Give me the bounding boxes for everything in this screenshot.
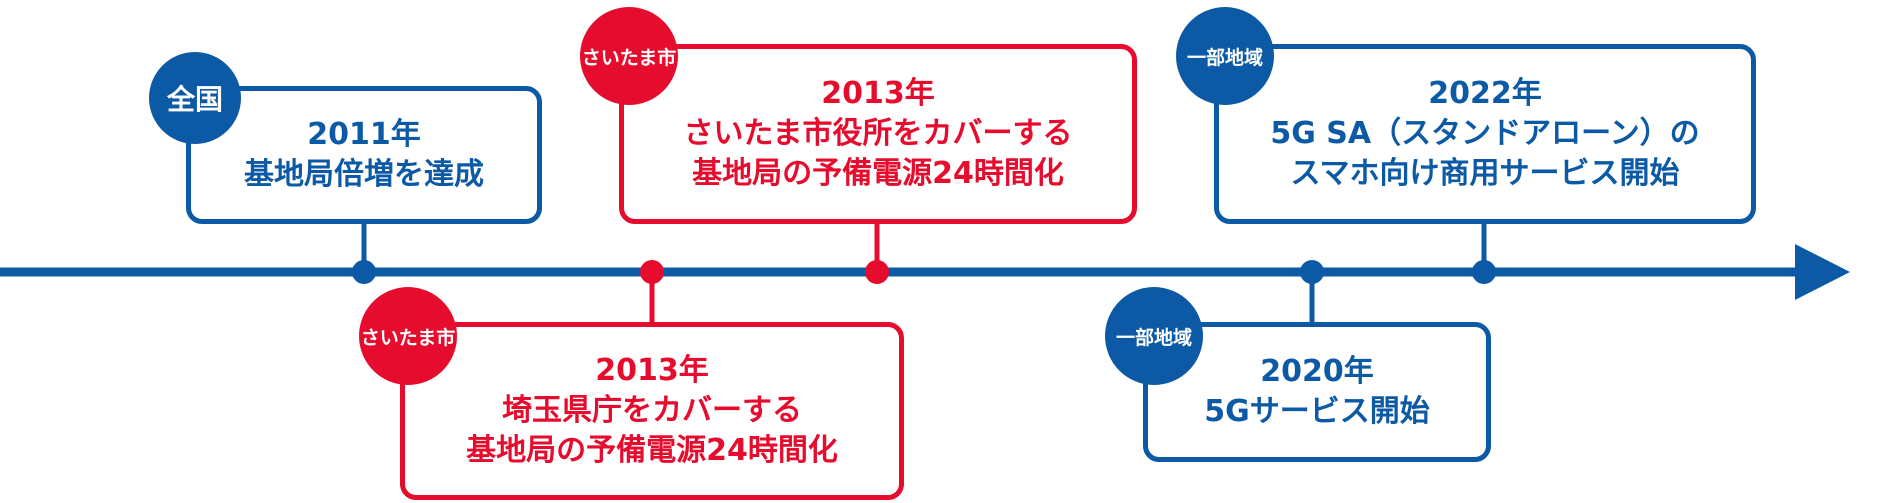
milestone-text: 基地局倍増を達成: [244, 157, 484, 192]
milestone-card-2022: 2022年 5G SA（スタンドアローン）の スマホ向け商用サービス開始: [1214, 44, 1756, 224]
timeline-dot-2013-city: [865, 260, 889, 284]
region-badge-some-areas: 一部地域: [1176, 7, 1274, 105]
milestone-text: 5Gサービス開始: [1204, 394, 1430, 429]
milestone-text: 5G SA（スタンドアローン）の: [1270, 116, 1700, 151]
region-badge-nationwide: 全国: [149, 52, 241, 144]
milestone-card-2011: 2011年 基地局倍増を達成: [186, 86, 542, 224]
milestone-card-2013-prefecture: 2013年 埼玉県庁をカバーする 基地局の予備電源24時間化: [400, 322, 904, 500]
milestone-year: 2013年: [595, 353, 709, 388]
milestone-card-2013-city: 2013年 さいたま市役所をカバーする 基地局の予備電源24時間化: [619, 44, 1137, 224]
region-badge-saitama-city: さいたま市: [359, 287, 457, 385]
milestone-card-2020: 2020年 5Gサービス開始: [1143, 322, 1491, 462]
milestone-text: さいたま市役所をカバーする: [683, 116, 1073, 151]
timeline-dot-2011: [352, 260, 376, 284]
timeline-dot-2013-prefecture: [640, 260, 664, 284]
timeline-arrowhead: [1795, 244, 1850, 300]
timeline-dot-2022: [1472, 260, 1496, 284]
milestone-text: 埼玉県庁をカバーする: [502, 393, 802, 428]
milestone-year: 2022年: [1428, 76, 1542, 111]
region-badge-some-areas: 一部地域: [1105, 287, 1203, 385]
milestone-year: 2020年: [1260, 354, 1374, 389]
timeline-dot-2020: [1300, 260, 1324, 284]
region-badge-saitama-city: さいたま市: [580, 7, 678, 105]
milestone-text: スマホ向け商用サービス開始: [1290, 156, 1680, 191]
milestone-year: 2011年: [307, 117, 421, 152]
milestone-year: 2013年: [821, 76, 935, 111]
milestone-text: 基地局の予備電源24時間化: [692, 156, 1064, 191]
milestone-text: 基地局の予備電源24時間化: [466, 433, 838, 468]
